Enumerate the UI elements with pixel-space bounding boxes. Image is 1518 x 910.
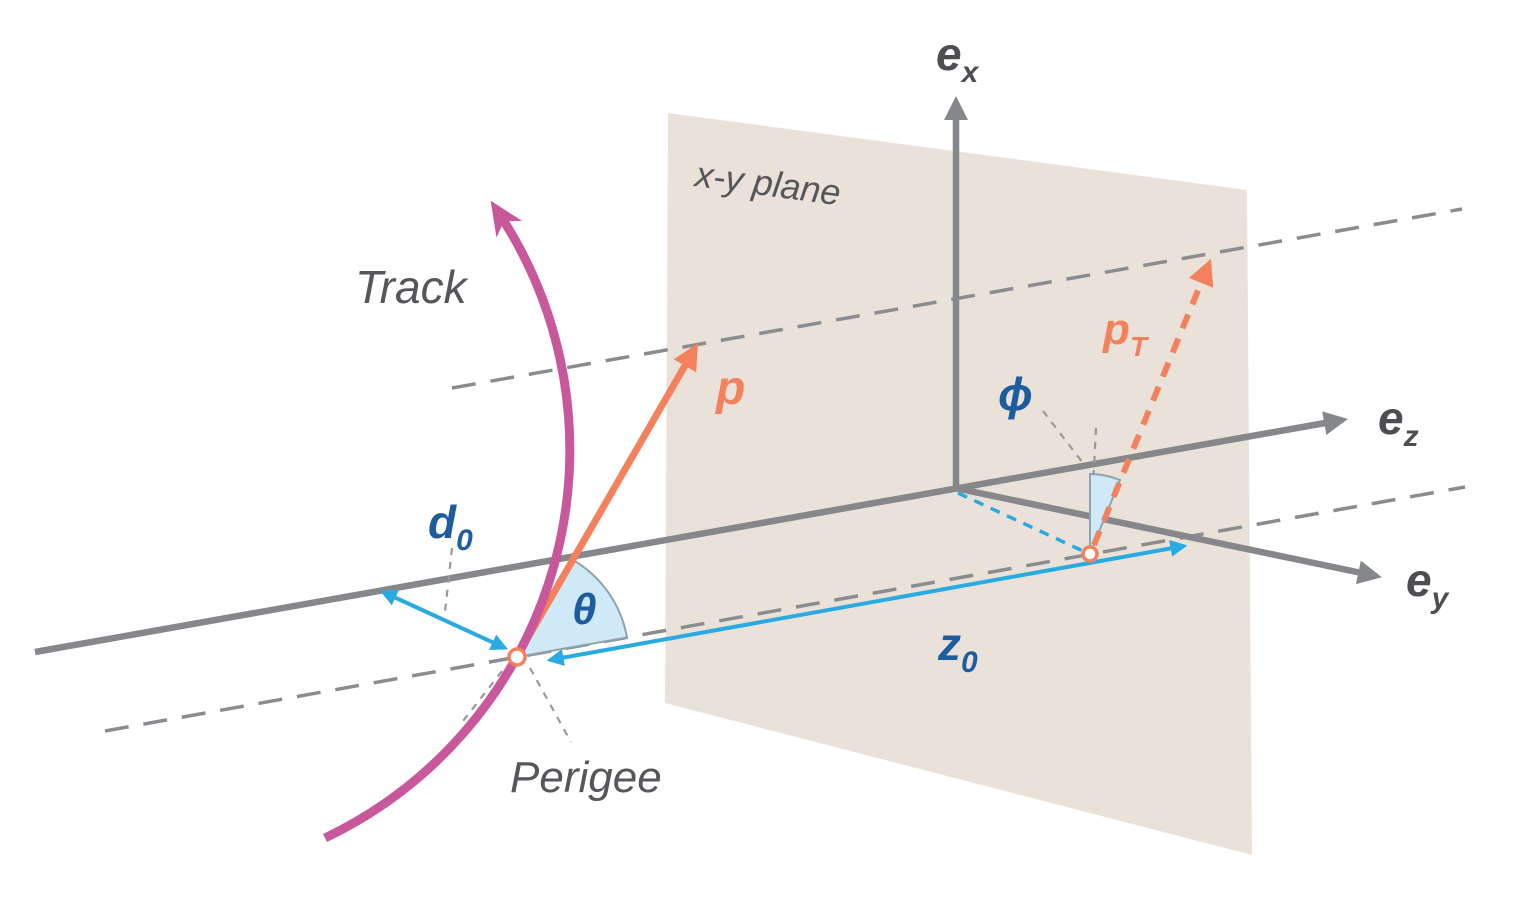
- axis-label-ez-base: e: [1378, 392, 1404, 444]
- axis-label-ex-base: e: [936, 28, 962, 80]
- axis-label-ey-sub: y: [1430, 582, 1450, 615]
- transverse-momentum-label: pT: [1102, 305, 1150, 362]
- z0-label: z0: [937, 618, 978, 679]
- z0-label-sub: 0: [961, 646, 978, 679]
- z-axis-line: [34, 411, 1348, 656]
- z0-label-base: z: [937, 618, 961, 670]
- axis-label-ez-sub: z: [1403, 420, 1419, 453]
- pt-label-base: p: [1102, 305, 1130, 354]
- d0-label: d0: [428, 496, 473, 557]
- theta-label: θ: [572, 585, 597, 634]
- z0-arrow: [546, 540, 1188, 666]
- axis-label-ex: ex: [936, 28, 980, 89]
- d0-label-sub: 0: [456, 524, 473, 557]
- theta-angle-wedge: [515, 558, 629, 659]
- perigee-pointer-line-left: [462, 670, 503, 722]
- axis-label-ez: ez: [1378, 392, 1419, 453]
- projection-dashed-line-lower: [104, 485, 1466, 733]
- perigee-xy-projection-point: [1081, 545, 1099, 563]
- perigee-pointer-line-right: [529, 667, 572, 743]
- momentum-arrow: [515, 343, 698, 655]
- perigee-label: Perigee: [510, 753, 662, 802]
- track-label: Track: [355, 261, 469, 313]
- d0-label-base: d: [428, 496, 457, 548]
- axis-label-ey-base: e: [1406, 554, 1432, 606]
- d0-pointer-line: [443, 547, 454, 613]
- axis-label-ey: ey: [1406, 554, 1450, 615]
- perigee-point: [507, 647, 527, 667]
- axis-label-ex-sub: x: [960, 56, 980, 89]
- phi-label: ϕ: [998, 368, 1033, 420]
- track-curve: [323, 200, 575, 843]
- phi-pointer-line: [1042, 410, 1087, 468]
- y-axis-line: [954, 484, 1382, 585]
- pt-label-sub: T: [1130, 331, 1150, 362]
- d0-arrow: [379, 589, 509, 651]
- momentum-label: p: [714, 362, 745, 415]
